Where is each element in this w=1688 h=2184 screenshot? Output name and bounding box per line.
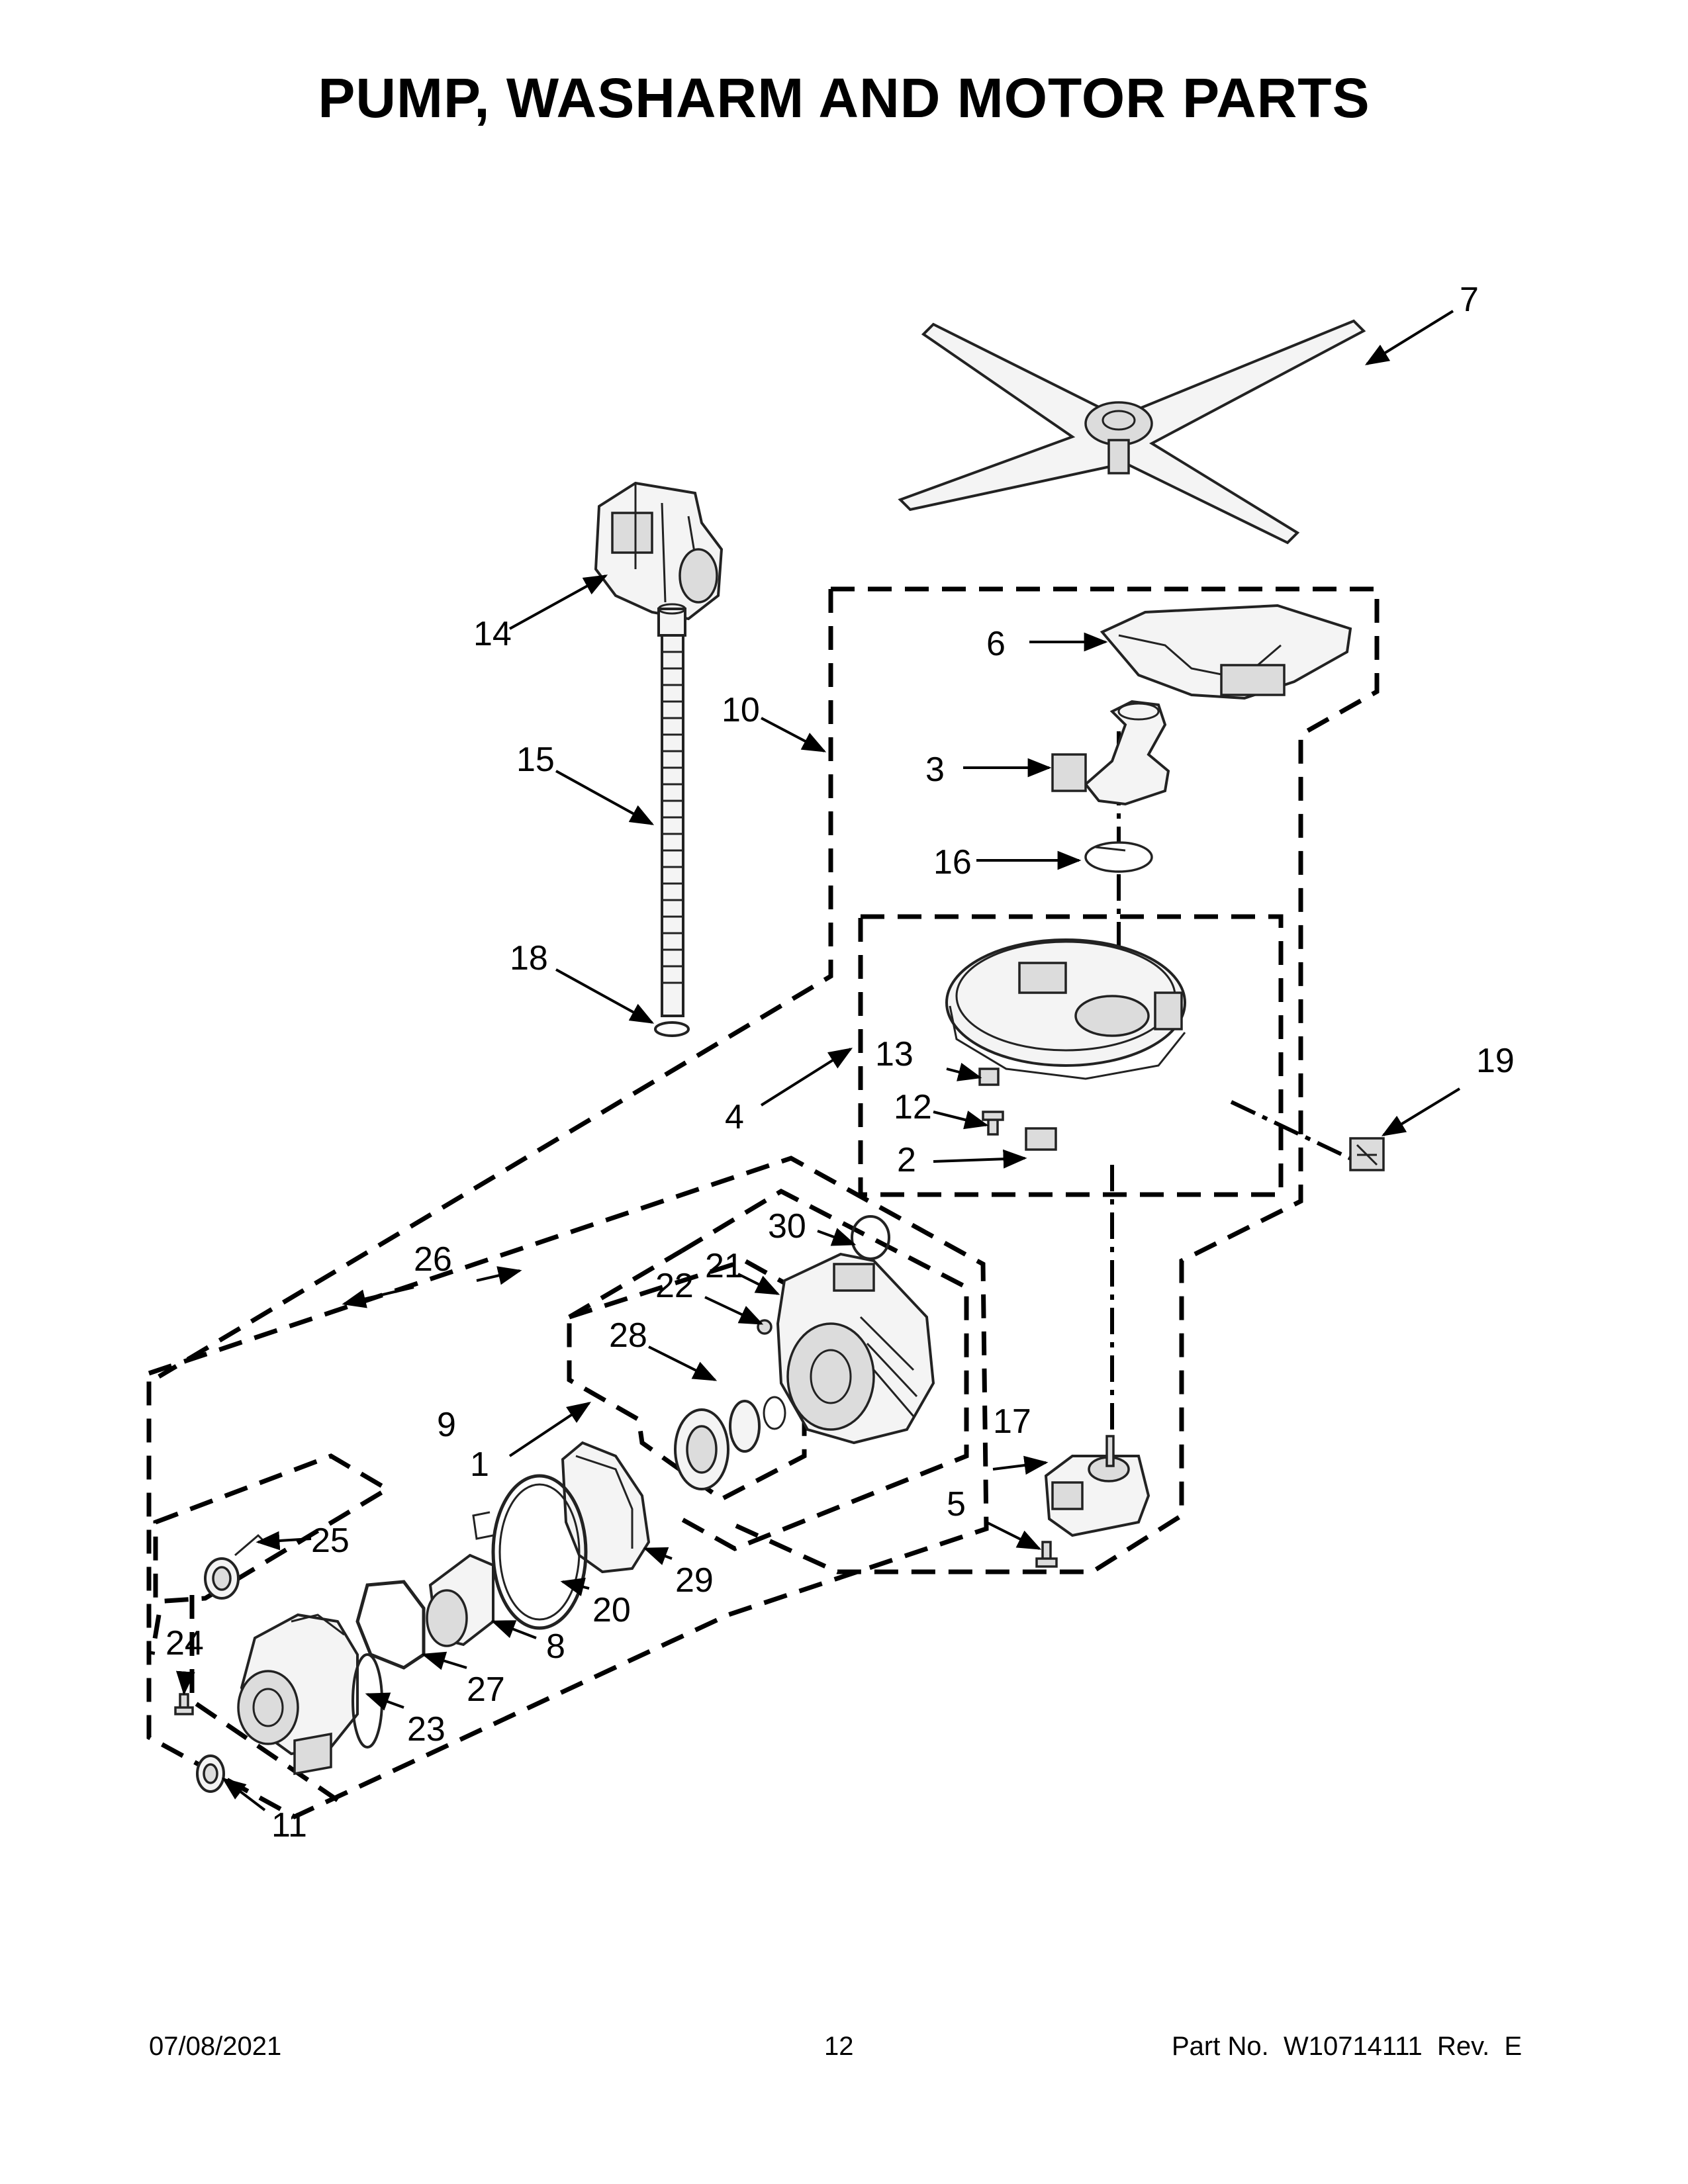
callout-5: 5 <box>947 1485 966 1524</box>
filter-housing-part-3 <box>1051 700 1170 806</box>
callout-15: 15 <box>516 741 555 779</box>
callout-labels: 7 14 6 10 15 3 16 18 13 19 4 12 2 30 26 … <box>165 281 1515 1844</box>
callout-7: 7 <box>1460 281 1479 319</box>
callout-17: 17 <box>993 1402 1031 1441</box>
callout-25: 25 <box>311 1522 350 1560</box>
sensor-part-17 <box>1044 1435 1150 1537</box>
callout-10: 10 <box>722 691 760 729</box>
pump-motor-part-21 <box>776 1252 935 1445</box>
sensor-part-19 <box>1349 1137 1385 1171</box>
callout-24: 24 <box>165 1624 204 1662</box>
callout-3: 3 <box>925 751 945 789</box>
seal-part-16 <box>1084 841 1153 873</box>
screw-part-5 <box>1035 1541 1058 1568</box>
connector-part-13 <box>978 1068 1000 1086</box>
assembly-outline-10 <box>158 586 1380 1574</box>
axis-line-19 <box>1230 1100 1365 1167</box>
footer-part-number: Part No. W10714111 Rev. E <box>1172 2032 1523 2061</box>
gasket-part-27 <box>355 1580 426 1670</box>
sump-base-part-4 <box>945 938 1186 1080</box>
callout-1: 1 <box>470 1445 489 1484</box>
assembly-outline-26 <box>146 1156 989 1819</box>
callout-14: 14 <box>473 615 512 653</box>
callout-4: 4 <box>725 1098 744 1136</box>
assembly-outline-pump <box>189 1595 339 1802</box>
tube-part-15 <box>657 603 686 1017</box>
callout-18: 18 <box>510 939 548 978</box>
callout-12: 12 <box>894 1088 932 1126</box>
assembly-outline-9 <box>150 1453 392 1655</box>
callout-22: 22 <box>655 1267 694 1305</box>
callout-28: 28 <box>609 1316 647 1355</box>
callout-9: 9 <box>437 1406 456 1444</box>
pump-housing-part-23 <box>237 1613 383 1776</box>
assembly-outline-motor <box>568 1188 969 1551</box>
impeller-part-28 <box>674 1396 786 1490</box>
callout-30: 30 <box>768 1207 806 1246</box>
callout-29: 29 <box>675 1561 714 1600</box>
page-title: PUMP, WASHARM AND MOTOR PARTS <box>318 67 1370 129</box>
callout-21: 21 <box>705 1247 743 1285</box>
cover-part-6 <box>1100 604 1352 700</box>
callout-19: 19 <box>1476 1042 1515 1080</box>
callout-13: 13 <box>875 1035 914 1073</box>
gasket-part-20 <box>472 1474 588 1630</box>
callout-26: 26 <box>414 1240 452 1279</box>
diverter-motor-part-14 <box>594 481 724 621</box>
footer-page-number: 12 <box>824 2032 854 2061</box>
screw-part-12 <box>982 1111 1004 1136</box>
callout-27: 27 <box>467 1670 505 1709</box>
callout-23: 23 <box>407 1710 445 1749</box>
assembly-outline-28 <box>567 1258 807 1502</box>
clamp-part-18 <box>654 1021 690 1037</box>
assembly-outline-4 <box>858 914 1284 1197</box>
wash-arm-part-7 <box>898 319 1366 545</box>
callout-2: 2 <box>897 1141 916 1179</box>
callout-16: 16 <box>933 843 972 882</box>
chopper-part-8 <box>426 1553 494 1647</box>
callout-20: 20 <box>592 1591 631 1629</box>
callout-8: 8 <box>546 1627 565 1666</box>
callout-11: 11 <box>271 1806 307 1844</box>
seal-part-11 <box>196 1754 225 1793</box>
clip-part-2 <box>1025 1127 1057 1151</box>
callout-6: 6 <box>986 625 1006 663</box>
check-valve-part-25 <box>204 1533 269 1600</box>
footer-date: 07/08/2021 <box>149 2032 282 2061</box>
leader-arrows <box>175 310 1461 1811</box>
screw-part-24 <box>174 1693 194 1715</box>
seal-part-30 <box>851 1215 890 1260</box>
